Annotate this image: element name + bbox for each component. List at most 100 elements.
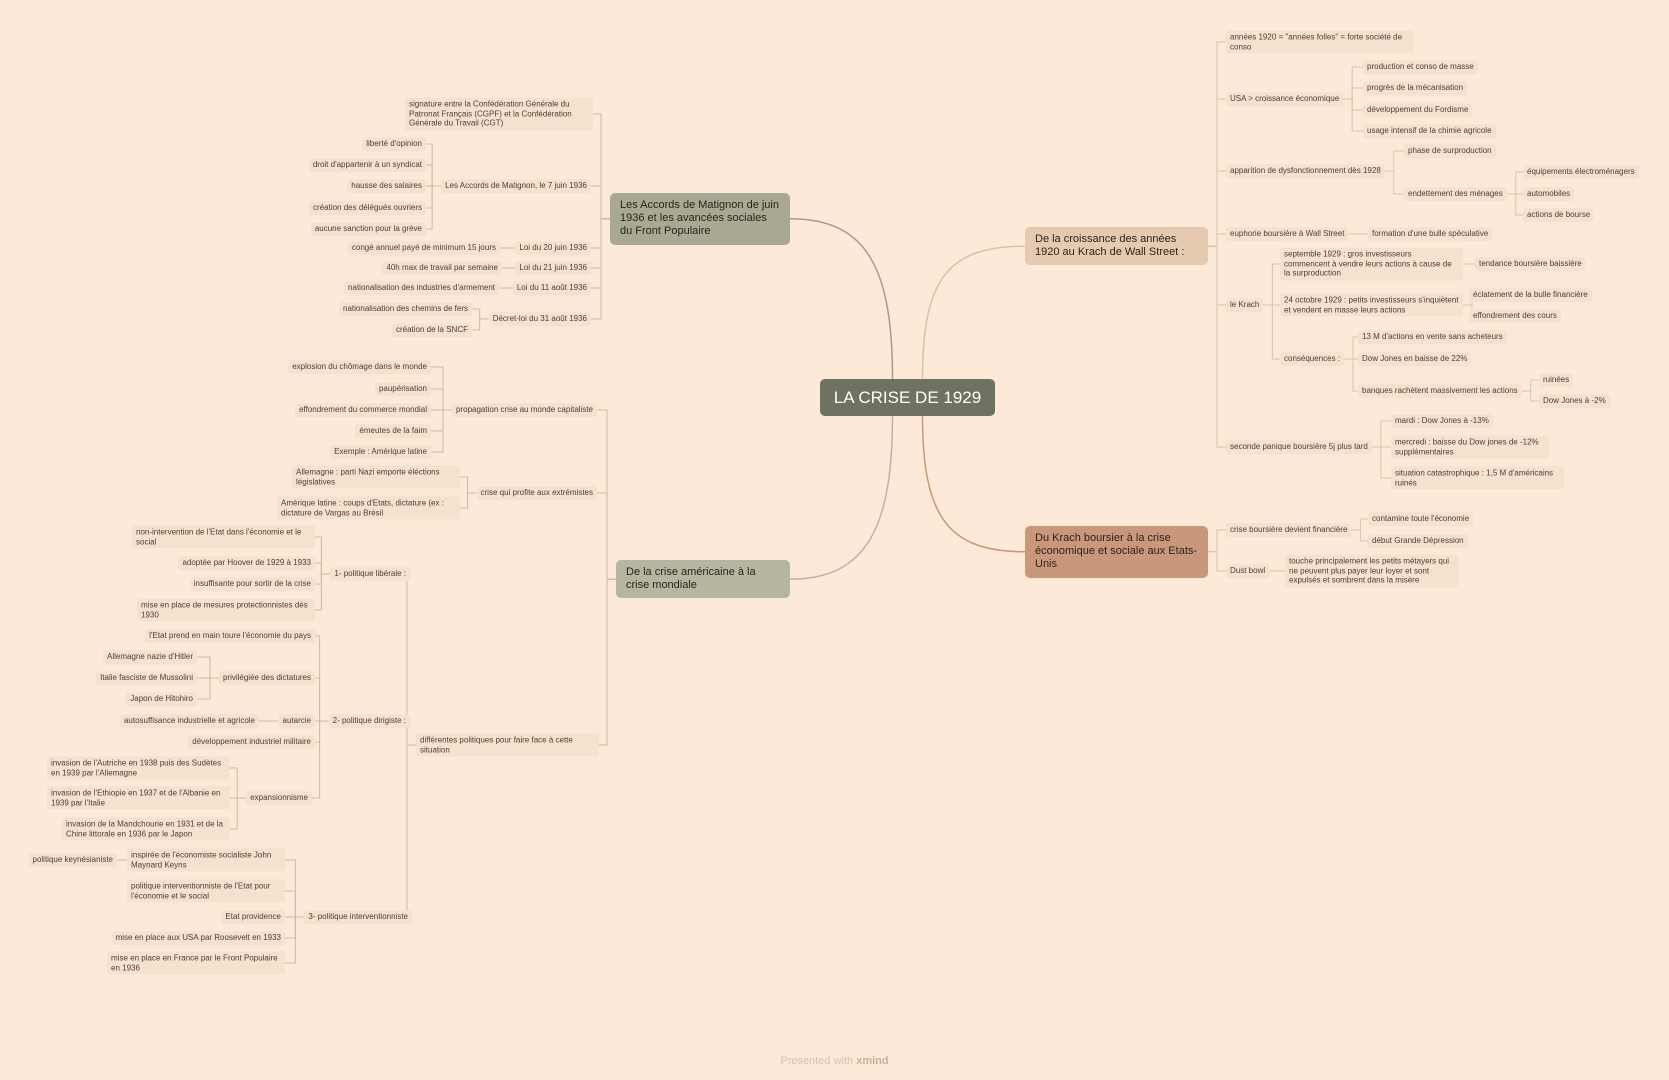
node[interactable]: contamine toute l'économie bbox=[1368, 512, 1474, 526]
connector bbox=[285, 890, 305, 918]
node[interactable]: actions de bourse bbox=[1523, 208, 1595, 222]
topic-crise-mondiale[interactable]: De la crise américaine à la crise mondia… bbox=[616, 560, 790, 599]
node[interactable]: conséquences : bbox=[1280, 352, 1345, 366]
node[interactable]: éclatement de la bulle financière bbox=[1469, 288, 1592, 302]
node[interactable]: progrès de la mécanisation bbox=[1363, 81, 1468, 95]
topic-krach-crise-economique[interactable]: Du Krach boursier à la crise économique … bbox=[1025, 526, 1208, 578]
node[interactable]: invasion de l'Autriche en 1938 puis des … bbox=[47, 756, 230, 780]
node[interactable]: phase de surproduction bbox=[1404, 144, 1496, 158]
node[interactable]: politique interventionniste de l'Etat po… bbox=[127, 879, 285, 903]
node[interactable]: années 1920 = "années folles" = forte so… bbox=[1226, 30, 1414, 54]
node[interactable]: Dow Jones en baisse de 22% bbox=[1358, 352, 1472, 366]
connector bbox=[1208, 529, 1226, 553]
node[interactable]: situation catastrophique : 1,5 M d'améri… bbox=[1391, 466, 1564, 490]
connector bbox=[1208, 245, 1226, 306]
node[interactable]: politique keynésianiste bbox=[28, 853, 117, 867]
node[interactable]: droit d'appartenir à un syndicat bbox=[308, 158, 426, 172]
node[interactable]: 3- politique interventionniste bbox=[304, 910, 412, 924]
node[interactable]: invasion de l'Ethiopie en 1937 et de l'A… bbox=[47, 786, 230, 810]
connector bbox=[285, 916, 305, 939]
connector bbox=[472, 318, 489, 331]
node[interactable]: Les Accords de Matignon, le 7 juin 1936 bbox=[441, 179, 591, 193]
connector bbox=[1263, 304, 1280, 360]
node[interactable]: autarcie bbox=[278, 714, 315, 728]
node[interactable]: mise en place aux USA par Roosevelt en 1… bbox=[111, 931, 285, 945]
node[interactable]: insuffisante pour sortir de la crise bbox=[189, 577, 315, 591]
node[interactable]: USA > croissance économique bbox=[1226, 92, 1344, 106]
node[interactable]: nationalisation des industries d'armemen… bbox=[344, 281, 499, 295]
node[interactable]: liberté d'opinion bbox=[362, 137, 426, 151]
node[interactable]: développement du Fordisme bbox=[1363, 103, 1473, 117]
node[interactable]: 13 M d'actions en vente sans acheteurs bbox=[1358, 330, 1507, 344]
node[interactable]: développement industriel militaire bbox=[188, 735, 315, 749]
node[interactable]: équipements électroménagers bbox=[1523, 165, 1639, 179]
node[interactable]: usage intensif de la chimie agricole bbox=[1363, 124, 1496, 138]
node[interactable]: création des délégués ouvriers bbox=[309, 201, 426, 215]
node[interactable]: nationalisation des chemins de fers bbox=[339, 302, 472, 316]
node[interactable]: hausse des salaires bbox=[347, 179, 426, 193]
node[interactable]: Amérique latine : coups d'Etats, dictatu… bbox=[277, 496, 460, 520]
node[interactable]: non-intervention de l'Etat dans l'économ… bbox=[132, 525, 315, 549]
node[interactable]: touche principalement les petits métayer… bbox=[1285, 554, 1458, 588]
node[interactable]: euphorie boursière à Wall Street bbox=[1226, 227, 1349, 241]
node[interactable]: congé annuel payé de minimum 15 jours bbox=[347, 241, 500, 255]
node[interactable]: automobiles bbox=[1523, 187, 1575, 201]
node[interactable]: Décret-loi du 31 août 1936 bbox=[488, 312, 591, 326]
node[interactable]: tendance boursière baissière bbox=[1475, 257, 1586, 271]
node[interactable]: 1- politique libérale : bbox=[330, 567, 410, 581]
node[interactable]: Allemagne : parti Nazi emporte éléctions… bbox=[292, 465, 460, 489]
node[interactable]: Allemagne nazie d'Hitler bbox=[102, 650, 197, 664]
node[interactable]: mise en place en France par le Front Pop… bbox=[107, 951, 285, 975]
node[interactable]: mercredi : baisse du Dow jones de -12% s… bbox=[1391, 435, 1549, 459]
central-topic[interactable]: LA CRISE DE 1929 bbox=[820, 379, 995, 416]
node[interactable]: différentes politiques pour faire face à… bbox=[416, 733, 599, 757]
node[interactable]: mardi : Dow Jones à -13% bbox=[1391, 414, 1493, 428]
connector bbox=[285, 916, 305, 964]
node[interactable]: Japon de Hitohiro bbox=[126, 692, 197, 706]
node[interactable]: Dust bowl bbox=[1226, 564, 1270, 578]
node[interactable]: autosuffisance industrielle et agricole bbox=[119, 714, 259, 728]
node[interactable]: l'Etat prend en main toure l'économie du… bbox=[145, 629, 315, 643]
topic-croissance-krach[interactable]: De la croissance des années 1920 au Krac… bbox=[1025, 227, 1208, 266]
node[interactable]: effondrement des cours bbox=[1469, 309, 1561, 323]
node[interactable]: expansionnisme bbox=[246, 791, 312, 805]
node[interactable]: Loi du 21 juin 1936 bbox=[515, 261, 591, 275]
node[interactable]: formation d'une bulle spéculative bbox=[1368, 227, 1493, 241]
node[interactable]: production et conso de masse bbox=[1363, 60, 1478, 74]
node[interactable]: émeutes de la faim bbox=[355, 424, 431, 438]
node[interactable]: endettement des ménages bbox=[1404, 187, 1507, 201]
node[interactable]: 2- politique dirigiste : bbox=[328, 714, 410, 728]
connector bbox=[426, 143, 442, 187]
node[interactable]: banques rachètent massivement les action… bbox=[1358, 384, 1522, 398]
node[interactable]: création de la SNCF bbox=[391, 323, 472, 337]
node[interactable]: paupérisation bbox=[374, 382, 431, 396]
node[interactable]: propagation crise au monde capitaliste bbox=[452, 403, 597, 417]
topic-matignon[interactable]: Les Accords de Matignon de juin 1936 et … bbox=[610, 193, 790, 245]
node[interactable]: crise qui profite aux extrémistes bbox=[476, 486, 597, 500]
node[interactable]: invasion de la Mandchourie en 1931 et de… bbox=[62, 817, 230, 841]
node[interactable]: seconde panique boursière 5j plus tard bbox=[1226, 440, 1372, 454]
node[interactable]: privilégiée des dictatures bbox=[218, 671, 315, 685]
node[interactable]: signature entre la Confédération Général… bbox=[405, 97, 593, 131]
node[interactable]: Dow Jones à -2% bbox=[1539, 394, 1610, 408]
node[interactable]: le Krach bbox=[1226, 298, 1264, 312]
node[interactable]: septemble 1929 : gros investisseurs comm… bbox=[1280, 247, 1463, 281]
node[interactable]: 40h max de travail par semaine bbox=[382, 261, 502, 275]
node[interactable]: aucune sanction pour la grève bbox=[310, 222, 426, 236]
node[interactable]: crise boursière devient financière bbox=[1226, 523, 1352, 537]
node[interactable]: 24 octobre 1929 : petits investisseurs s… bbox=[1280, 293, 1463, 317]
node[interactable]: inspirée de l'économiste socialiste John… bbox=[127, 848, 285, 872]
node[interactable]: adoptée par Hoover de 1929 à 1933 bbox=[178, 556, 315, 570]
node[interactable]: ruinées bbox=[1539, 373, 1574, 387]
node[interactable]: explosion du chômage dans le monde bbox=[288, 360, 431, 374]
node[interactable]: début Grande Dépression bbox=[1368, 534, 1468, 548]
node[interactable]: apparition de dysfonctionnement dès 1928 bbox=[1226, 164, 1385, 178]
node[interactable]: Italie fasciste de Mussolini bbox=[96, 671, 197, 685]
node[interactable]: effondrement du commerce mondial bbox=[295, 403, 431, 417]
node[interactable]: Exemple : Amérique latine bbox=[330, 445, 431, 459]
node[interactable]: Loi du 20 juin 1936 bbox=[515, 241, 591, 255]
node[interactable]: Etat providence bbox=[221, 910, 285, 924]
node[interactable]: mise en place de mesures protectionniste… bbox=[137, 598, 315, 622]
xmind-logo: xmind bbox=[856, 1055, 889, 1067]
node[interactable]: Loi du 11 août 1936 bbox=[512, 281, 591, 295]
